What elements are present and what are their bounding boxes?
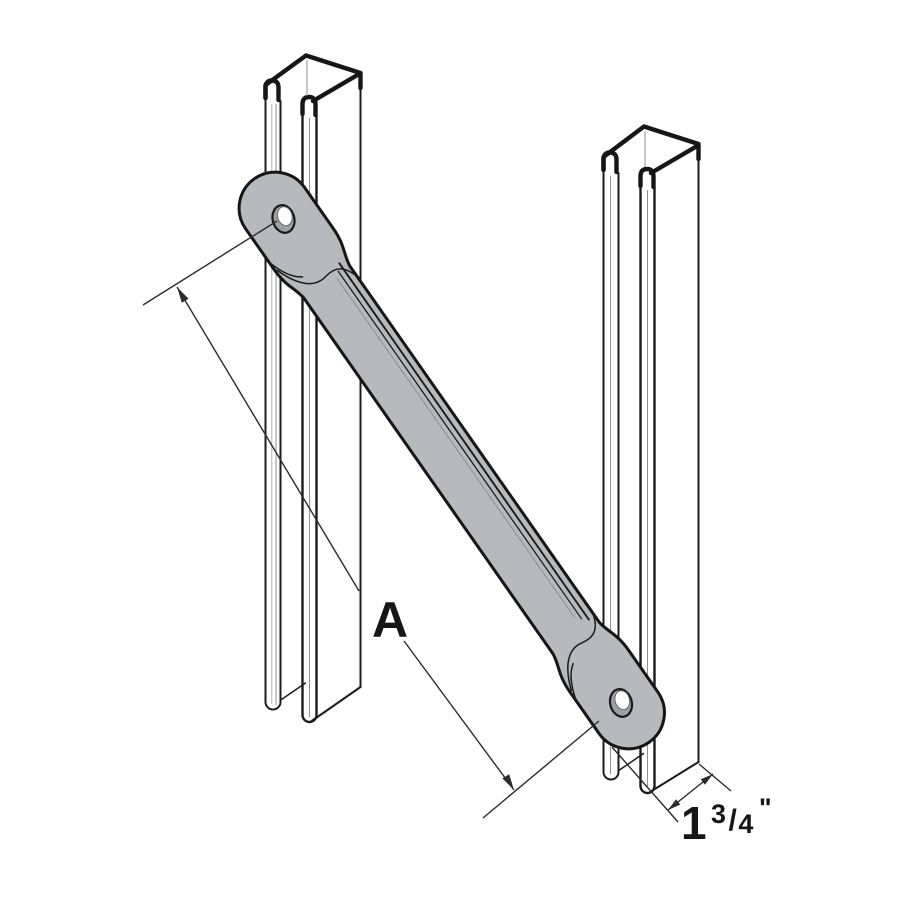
brace-rib-line-3 xyxy=(337,278,576,619)
dim-width-arrowhead-right xyxy=(700,774,713,785)
dim-a-line-lower xyxy=(403,640,515,791)
right-channel-outer-lip-hook xyxy=(601,150,619,175)
left-channel-inner-lip xyxy=(301,114,318,724)
left-channel-front-top-edge xyxy=(310,71,363,104)
dim-width-numerator: 3 xyxy=(711,799,726,829)
bottom-hole-opening xyxy=(614,690,631,711)
left-channel-bottom-cut-edge xyxy=(310,686,362,723)
brace-bottom-hole xyxy=(608,688,634,718)
left-channel-outer-lip-hook xyxy=(263,78,281,103)
dim-width-label: 1 3 / 4 " xyxy=(681,793,772,849)
dim-width-extension-back xyxy=(698,763,732,792)
dim-a-line-upper xyxy=(176,286,360,592)
right-strut-channel xyxy=(601,124,701,795)
right-channel-outer-lip xyxy=(602,171,620,781)
brace-rib-line-2 xyxy=(337,270,583,620)
dim-width-unit: " xyxy=(759,793,772,823)
dim-width-slash: / xyxy=(729,804,738,837)
dim-a-label: A xyxy=(372,592,408,648)
dim-width-whole: 1 xyxy=(681,797,707,849)
brace-bottom-form-edge-2 xyxy=(570,662,577,701)
brace-top-hole xyxy=(271,204,296,234)
dim-width-denominator: 4 xyxy=(738,809,753,839)
dim-a-extension-bottom xyxy=(482,720,600,819)
brace-body xyxy=(237,170,666,751)
top-hole-opening xyxy=(276,206,293,227)
dimension-a: A xyxy=(142,220,600,819)
dim-a-extension-top xyxy=(142,220,278,306)
brace-top-form-edge-2 xyxy=(269,262,304,278)
brace-rib-line-1 xyxy=(338,262,590,621)
left-channel-outer-lip xyxy=(264,99,282,711)
dimension-width: 1 3 / 4 " xyxy=(611,746,772,849)
right-channel-front-top-edge xyxy=(648,143,701,176)
dim-a-arrowhead-bottom xyxy=(502,774,514,790)
brace-bottom-form-edge xyxy=(567,615,597,692)
brace-top-form-edge xyxy=(276,268,356,285)
dim-width-extension-front xyxy=(611,746,679,823)
right-channel-bottom-cut-edge xyxy=(649,761,700,793)
diagonal-brace xyxy=(237,170,666,751)
dim-a-arrowhead-top xyxy=(177,287,189,303)
dim-width-arrowhead-left xyxy=(668,799,681,810)
right-channel-inner-lip xyxy=(639,186,656,795)
